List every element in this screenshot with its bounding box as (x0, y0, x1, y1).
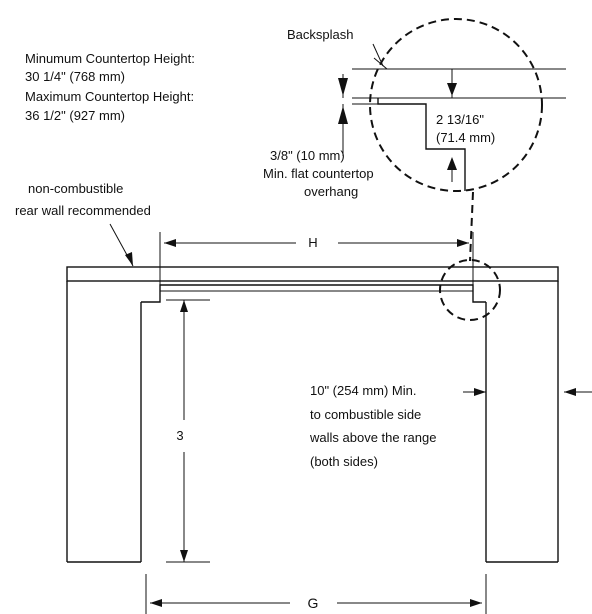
dimension-g-label: G (308, 595, 319, 611)
backsplash-pointer (372, 43, 384, 67)
depth-label-line1: 2 13/16" (436, 112, 484, 127)
depth-label-line2: (71.4 mm) (436, 130, 495, 145)
dimension-g: G (145, 574, 487, 614)
rear-wall-pointer (109, 223, 134, 267)
side-clearance-line2: to combustible side (310, 407, 421, 422)
min-height-label: Minumum Countertop Height: (25, 51, 195, 66)
countertop-outline (66, 266, 559, 563)
detail-callout (338, 18, 566, 321)
overhang-label-line2: Min. flat countertop (263, 166, 374, 181)
max-height-label: Maximum Countertop Height: (25, 89, 194, 104)
dimension-h: H (159, 232, 474, 285)
max-height-value: 36 1/2" (927 mm) (25, 108, 125, 123)
dimension-3: 3 (166, 299, 210, 563)
side-clearance-arrows (463, 388, 592, 396)
overhang-label-line1: 3/8" (10 mm) (270, 148, 345, 163)
overhang-label-line3: overhang (304, 184, 358, 199)
min-height-value: 30 1/4" (768 mm) (25, 69, 125, 84)
dimension-h-label: H (308, 235, 317, 250)
dimension-3-label: 3 (176, 428, 183, 443)
rear-wall-label-line1: non-combustible (28, 181, 123, 196)
side-clearance-line4: (both sides) (310, 454, 378, 469)
side-clearance-line3: walls above the range (309, 430, 436, 445)
backsplash-label: Backsplash (287, 27, 353, 42)
side-clearance-line1: 10" (254 mm) Min. (310, 383, 416, 398)
rear-wall-label-line2: rear wall recommended (15, 203, 151, 218)
